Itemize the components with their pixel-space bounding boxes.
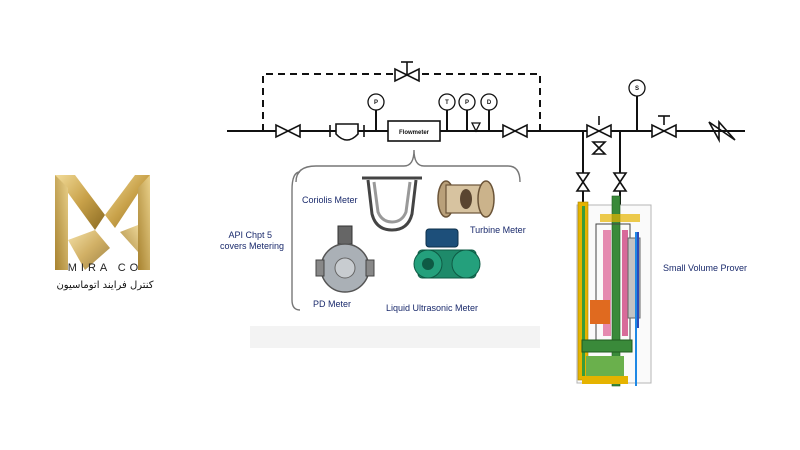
ultrasonic-meter-image [413,228,481,279]
actuated-valve [651,115,677,139]
ultrasonic-label: Liquid Ultrasonic Meter [386,303,478,313]
strainer [329,123,365,141]
prover-label: Small Volume Prover [663,263,747,273]
mira-co-logo [55,175,150,270]
small-volume-prover-image [576,195,652,387]
prover-inlet-valve [575,172,591,192]
outlet-valve [502,123,528,139]
pressure-gauge-1 [367,93,385,111]
brand-name: MIRA CO [67,262,143,274]
pressure-gauge-2 [458,93,476,111]
flowmeter-box [387,120,441,142]
inlet-valve [275,123,301,139]
tag-t: T [445,100,449,106]
turbine-meter-image [437,180,495,218]
prover-outlet-valve [612,172,628,192]
api-label-line1: API Chpt 5 [228,230,272,240]
tag-s: S [635,86,639,92]
tag-d: D [487,100,492,106]
bypass-valve [394,61,420,83]
check-valve [708,119,736,144]
reflection [250,326,540,348]
tag-p1: P [374,100,378,106]
flowmeter-label: Flowmeter [399,130,430,136]
density-gauge [480,93,498,111]
temperature-gauge [438,93,456,111]
coriolis-meter-image [362,176,422,232]
api-label-line2: covers Metering [220,241,284,251]
brand-tagline: کنترل فرایند اتوماسیون [56,280,154,291]
pd-meter-image [315,225,375,293]
pd-label: PD Meter [313,299,351,309]
coriolis-label: Coriolis Meter [302,195,358,205]
turbine-label: Turbine Meter [470,225,526,235]
meter-group-bracket [295,149,521,183]
s-instrument [628,79,646,97]
divert-valve [586,116,612,155]
tag-p2: P [465,100,469,106]
